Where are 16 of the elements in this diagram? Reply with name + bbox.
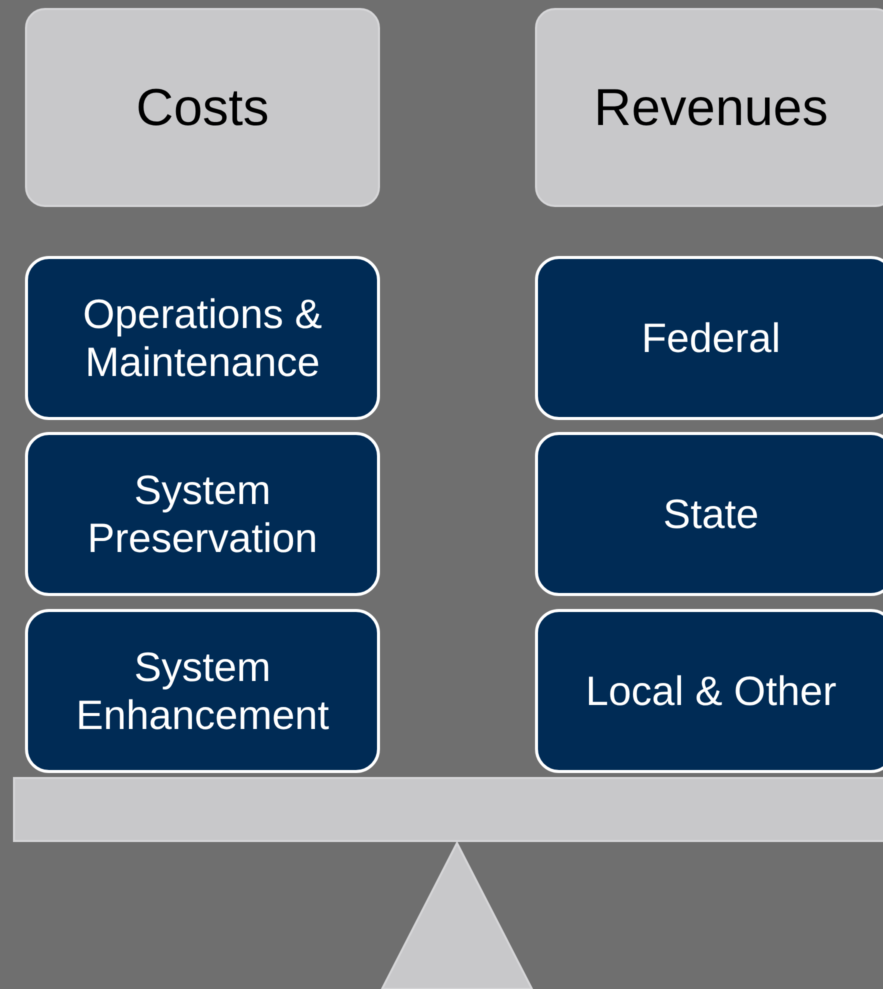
cost-box bbox=[25, 256, 380, 420]
item-text: System Preservation bbox=[86, 466, 319, 562]
heading-text: Costs bbox=[136, 78, 269, 138]
heading-text: Revenues bbox=[594, 78, 828, 138]
item-text: State bbox=[663, 490, 759, 538]
item-text: Operations & Maintenance bbox=[82, 290, 324, 386]
revenue-box bbox=[535, 609, 883, 773]
cost-box bbox=[25, 609, 380, 773]
item-text: System Enhancement bbox=[74, 642, 330, 740]
header-card bbox=[25, 8, 380, 207]
revenue-box bbox=[535, 432, 883, 596]
item-text: Federal bbox=[641, 314, 780, 362]
cost-box bbox=[25, 432, 380, 596]
header-card bbox=[535, 8, 883, 207]
revenue-box bbox=[535, 256, 883, 420]
item-text: Local & Other bbox=[586, 666, 836, 716]
